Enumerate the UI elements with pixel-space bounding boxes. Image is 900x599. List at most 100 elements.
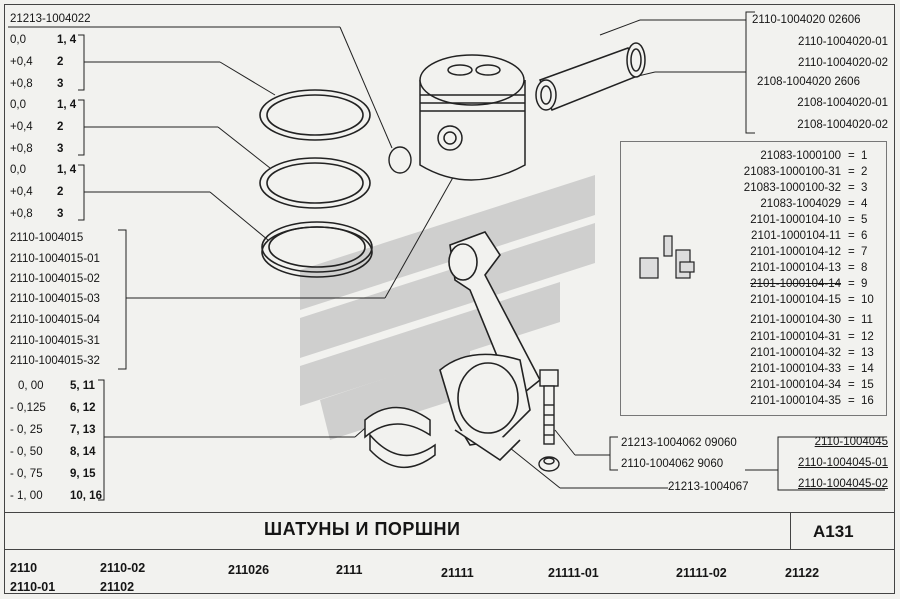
piston-pin: [535, 42, 646, 111]
rod-code: 2110-1004045-02: [798, 478, 888, 490]
model-code: 21111-02: [676, 566, 727, 580]
legend-code: 21083-1000100: [760, 150, 841, 162]
piston-code: 2110-1004015: [10, 232, 84, 244]
model-code: 2110-01: [10, 580, 56, 594]
legend-code: 2101-1000104-15: [750, 294, 841, 306]
page-code: А131: [813, 522, 854, 541]
legend-code: 2101-1000104-31: [750, 331, 841, 343]
ring-code: 3: [57, 208, 64, 220]
pin-code: 2110-1004020-02: [798, 57, 888, 69]
piston: [419, 54, 526, 181]
legend-number: 15: [861, 379, 874, 391]
legend-code: 2101-1000104-35: [750, 395, 841, 407]
title-bar: [4, 512, 895, 550]
ring-code: 2: [57, 121, 64, 133]
ring-size: +0,4: [10, 121, 33, 133]
model-code: 2110: [10, 561, 38, 575]
legend-number: 7: [861, 246, 868, 258]
legend-number: 13: [861, 347, 874, 359]
legend-number: 1: [861, 150, 868, 162]
pin-code: 2110-1004020-01: [798, 36, 888, 48]
piston-code: 2110-1004015-01: [10, 253, 100, 265]
bearing-code: 8, 14: [70, 446, 96, 458]
legend-code: 21083-1004029: [760, 198, 841, 210]
piston-code: 2110-1004015-32: [10, 355, 100, 367]
legend-code: 21083-1000100-31: [743, 166, 841, 178]
pin-code: 2108-1004020-01: [797, 97, 888, 109]
bearing-code: 6, 12: [70, 402, 96, 414]
ring-code: 3: [57, 143, 64, 155]
legend-code: 2101-1000104-32: [750, 347, 841, 359]
bearing-size: - 0,125: [10, 402, 46, 414]
rod-bolt: [538, 369, 560, 472]
ring-size: 0,0: [10, 34, 26, 46]
legend-code: 21083-1000100-32: [743, 182, 841, 194]
model-code: 21111: [441, 566, 474, 580]
bearing-size: - 0, 50: [10, 446, 43, 458]
ring-size: +0,8: [10, 143, 33, 155]
pin-code: 2110-1004020 02606: [752, 14, 861, 26]
bearing-code: 5, 11: [70, 380, 95, 392]
ring-size: +0,4: [10, 186, 33, 198]
bearing-size: 0, 00: [18, 380, 44, 392]
ring-code: 1, 4: [57, 164, 77, 176]
bearing-code: 10, 16: [70, 490, 102, 502]
sheet-frame: [4, 4, 895, 594]
legend-number: 12: [861, 331, 874, 343]
model-code: 21122: [785, 566, 820, 580]
legend-number: 9: [861, 278, 868, 290]
legend-number: 2: [861, 166, 868, 178]
ring-size: +0,4: [10, 56, 33, 68]
page-title: ШАТУНЫ И ПОРШНИ: [264, 519, 461, 539]
piston-code: 2110-1004015-31: [10, 335, 100, 347]
pin-code: 2108-1004020 2606: [757, 76, 860, 88]
connecting-rod: [439, 231, 542, 462]
piston-code: 2110-1004015-02: [10, 273, 100, 285]
legend-number: 11: [861, 314, 873, 326]
legend-code: 2101-1000104-30: [750, 314, 841, 326]
bearing-code: 9, 15: [70, 468, 96, 480]
ring-code: 2: [57, 56, 64, 68]
legend-code: 2101-1000104-12: [750, 246, 841, 258]
bearing-size: - 0, 25: [10, 424, 43, 436]
bolt-code: 21213-1004062 09060: [621, 437, 737, 449]
pin-code: 2108-1004020-02: [797, 119, 888, 131]
ring-size: 0,0: [10, 164, 26, 176]
legend-number: 10: [861, 294, 874, 306]
model-code: 2110-02: [100, 561, 146, 575]
bearing-code: 7, 13: [70, 424, 96, 436]
bearing-size: - 0, 75: [10, 468, 43, 480]
legend-number: 4: [861, 198, 868, 210]
ring-code: 1, 4: [57, 34, 77, 46]
ring-code: 3: [57, 78, 64, 90]
legend-number: 3: [861, 182, 868, 194]
kit-legend-box: [620, 141, 887, 416]
legend-code: 2101-1000104-11: [751, 230, 841, 242]
legend-number: 6: [861, 230, 868, 242]
model-code: 21111-01: [548, 566, 599, 580]
legend-number: 5: [861, 214, 868, 226]
nut-code: 21213-1004067: [668, 481, 749, 493]
retaining-clip: [388, 146, 412, 174]
ring-code: 1, 4: [57, 99, 77, 111]
model-code: 2111: [336, 563, 363, 577]
legend-code: 2101-1000104-33: [750, 363, 841, 375]
ring-code: 2: [57, 186, 64, 198]
piston-code: 2110-1004015-03: [10, 293, 100, 305]
ring-size: 0,0: [10, 99, 26, 111]
bolt-code: 2110-1004062 9060: [621, 458, 724, 470]
model-code: 21102: [100, 580, 135, 594]
rod-code: 2110-1004045: [814, 436, 888, 448]
bearing-shells: [364, 406, 436, 469]
bearing-set-icon: [639, 235, 695, 279]
retaining-clip-code: 21213-1004022: [10, 13, 91, 25]
legend-code: 2101-1000104-14: [750, 278, 841, 290]
bearing-size: - 1, 00: [10, 490, 43, 502]
legend-code: 2101-1000104-34: [750, 379, 841, 391]
piston-code: 2110-1004015-04: [10, 314, 100, 326]
ring-size: +0,8: [10, 208, 33, 220]
rod-code: 2110-1004045-01: [798, 457, 888, 469]
piston-rings: [259, 89, 373, 278]
model-code: 211026: [228, 563, 270, 577]
